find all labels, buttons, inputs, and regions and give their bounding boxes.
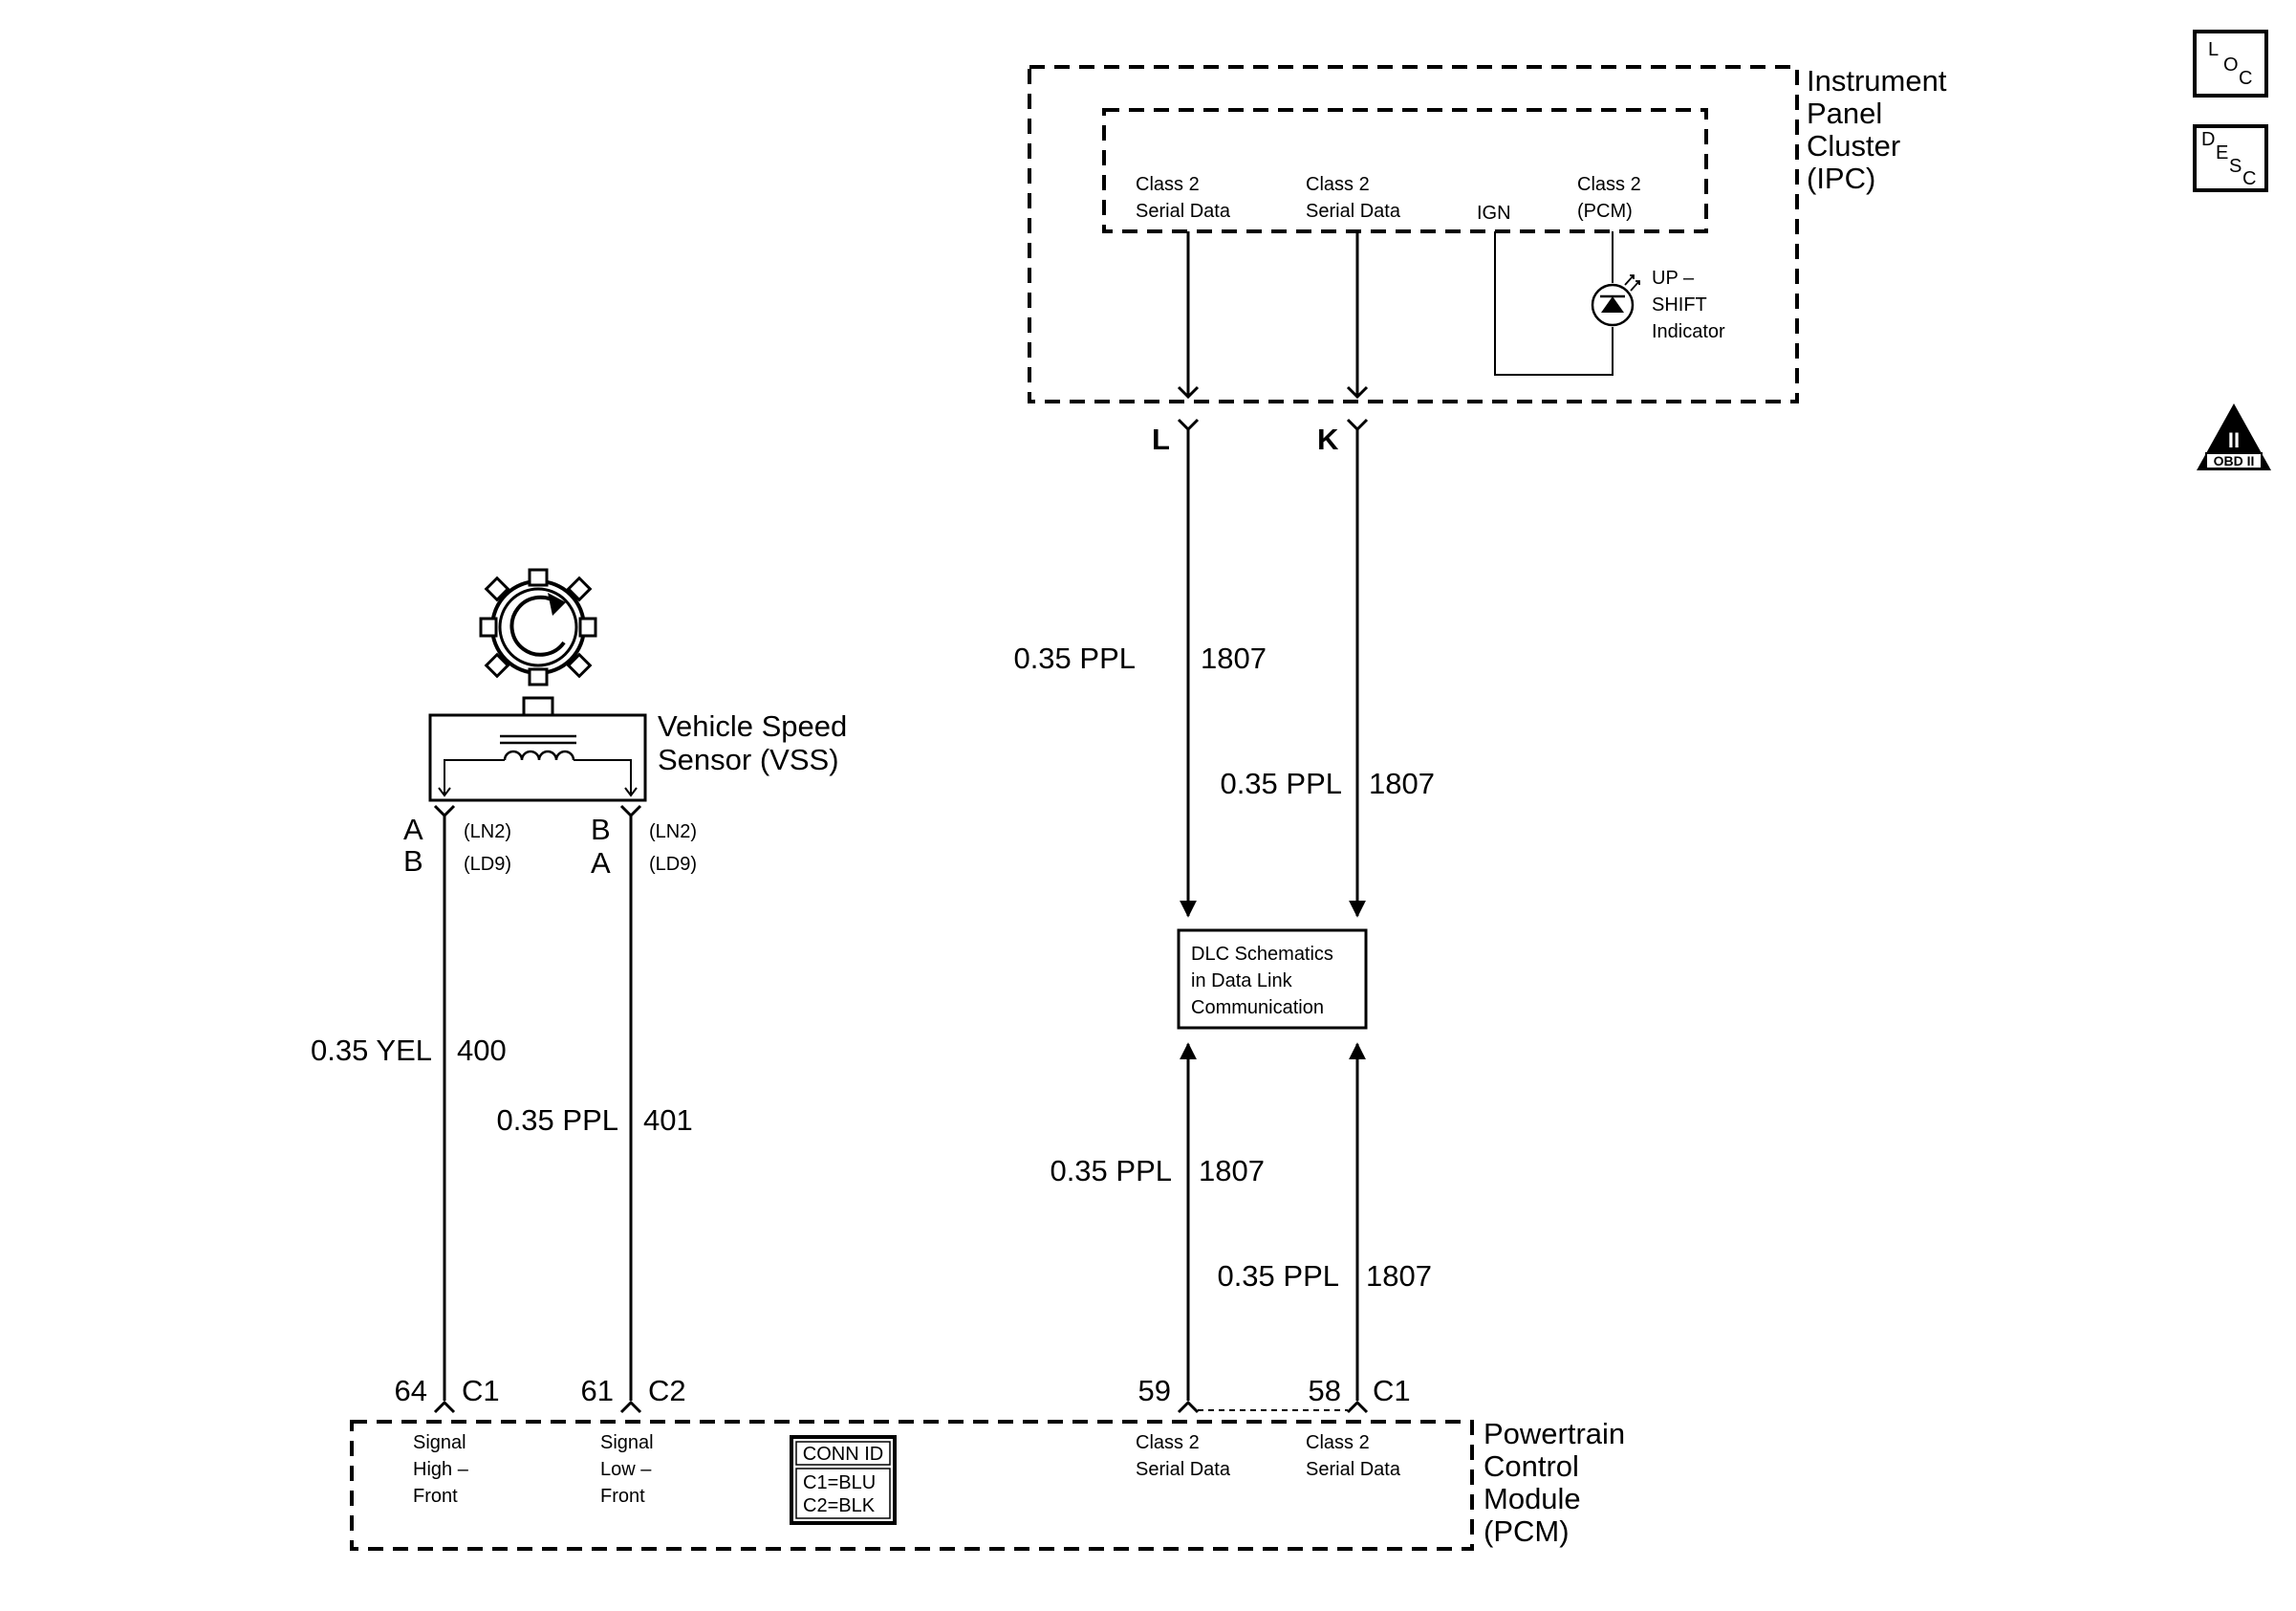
conn-id-c2: C2=BLK: [803, 1495, 876, 1516]
wire-l-upper: [1177, 231, 1200, 918]
conn-id-c1: C1=BLU: [803, 1472, 876, 1493]
vss-pin-b-connector: [619, 804, 642, 818]
pcm-title: Powertrain Control Module (PCM): [1484, 1417, 1634, 1548]
wire-59-lower: [1177, 1042, 1200, 1414]
vss-left-variant-ld9: (LD9): [464, 854, 511, 875]
conn-id-box: CONN ID C1=BLU C2=BLK: [790, 1435, 897, 1525]
wire-58-lower-circuit: 1807: [1366, 1259, 1432, 1293]
svg-text:C: C: [2242, 168, 2256, 189]
desc-icon[interactable]: D E S C: [2193, 124, 2268, 192]
pcm-pin-59-label: Class 2 Serial Data: [1136, 1432, 1231, 1480]
ipc-connector-k: K: [1317, 423, 1339, 456]
wire-58-lower-gauge: 0.35 PPL: [1217, 1259, 1339, 1293]
dlc-reference-label: DLC Schematics in Data Link Communicatio…: [1191, 944, 1339, 1018]
wire-k-upper: [1346, 231, 1369, 918]
wire-vss-low-circuit: 401: [643, 1103, 693, 1137]
pcm-connector-61: C2: [648, 1374, 686, 1407]
ipc-module: Instrument Panel Cluster (IPC) Class 2 S…: [1028, 64, 1955, 403]
svg-text:O: O: [2223, 54, 2239, 76]
svg-text:C: C: [2239, 68, 2252, 89]
pcm-pin-58: 58: [1309, 1374, 1341, 1407]
pcm-pin-64-connector: [433, 1400, 456, 1414]
wire-k-upper-circuit: 1807: [1369, 767, 1435, 800]
pcm-pin-61: 61: [581, 1374, 614, 1407]
pcm-connector-58: C1: [1373, 1374, 1411, 1407]
pcm-pin-61-connector: [619, 1400, 642, 1414]
wire-vss-high-gauge: 0.35 YEL: [311, 1034, 432, 1067]
wire-l-upper-circuit: 1807: [1201, 642, 1267, 675]
svg-text:L: L: [2208, 39, 2219, 60]
svg-text:E: E: [2216, 142, 2228, 163]
conn-id-title: CONN ID: [803, 1444, 883, 1465]
ipc-pin-l-label: Class 2 Serial Data: [1136, 174, 1231, 222]
vss-right-pin-ln2: B: [591, 813, 611, 846]
pcm-pin-59: 59: [1138, 1374, 1171, 1407]
wire-59-lower-circuit: 1807: [1199, 1154, 1265, 1187]
wire-59-lower-gauge: 0.35 PPL: [1050, 1154, 1172, 1187]
pcm-pin-58-label: Class 2 Serial Data: [1306, 1432, 1401, 1480]
ipc-outer-border: [1028, 65, 1799, 403]
ipc-connector-l: L: [1152, 423, 1170, 456]
svg-text:S: S: [2229, 156, 2242, 177]
vss-coil-icon: [438, 734, 638, 797]
vss-left-variant-ln2: (LN2): [464, 821, 511, 842]
pcm-pin-64: 64: [395, 1374, 427, 1407]
reluctor-wheel-icon: [479, 568, 597, 686]
pcm-connector-64: C1: [462, 1374, 500, 1407]
obd-ii-icon[interactable]: II OBD II: [2197, 403, 2271, 470]
upshift-circuit-wire: [1494, 231, 1614, 376]
ipc-pin-k-label: Class 2 Serial Data: [1306, 174, 1401, 222]
svg-text:II: II: [2228, 428, 2240, 452]
pcm-module: Powertrain Control Module (PCM) Signal H…: [350, 1417, 1634, 1551]
svg-text:OBD II: OBD II: [2214, 453, 2255, 468]
wire-l-upper-gauge: 0.35 PPL: [1013, 642, 1136, 675]
vss-sensor: Vehicle Speed Sensor (VSS): [428, 568, 856, 802]
pcm-pin-61-label: Signal Low – Front: [600, 1432, 659, 1507]
wire-58-lower: [1346, 1042, 1369, 1414]
wire-k-upper-gauge: 0.35 PPL: [1220, 767, 1342, 800]
ipc-ign-label: IGN: [1477, 203, 1511, 224]
loc-icon[interactable]: L O C: [2193, 30, 2268, 98]
pcm-pin-64-label: Signal High – Front: [413, 1432, 473, 1507]
vss-title: Vehicle Speed Sensor (VSS): [658, 709, 856, 776]
vss-right-pin-ld9: A: [591, 846, 611, 880]
upshift-led-icon: [1591, 274, 1640, 327]
pcm-border: [350, 1420, 1474, 1551]
dlc-reference-box[interactable]: DLC Schematics in Data Link Communicatio…: [1177, 928, 1368, 1030]
wire-vss-high-circuit: 400: [457, 1034, 507, 1067]
vss-left-pin-ln2: A: [403, 813, 423, 846]
svg-text:D: D: [2201, 129, 2215, 150]
vss-pin-a-connector: [433, 804, 456, 818]
ipc-title: Instrument Panel Cluster (IPC): [1807, 64, 1955, 195]
vss-left-pin-ld9: B: [403, 844, 423, 878]
upshift-indicator-label: UP – SHIFT Indicator: [1652, 268, 1725, 342]
ipc-inner-border: [1102, 108, 1708, 233]
vss-right-variant-ld9: (LD9): [649, 854, 697, 875]
vss-right-variant-ln2: (LN2): [649, 821, 697, 842]
wire-vss-low-gauge: 0.35 PPL: [496, 1103, 618, 1137]
ipc-pcm-label: Class 2 (PCM): [1577, 174, 1646, 222]
